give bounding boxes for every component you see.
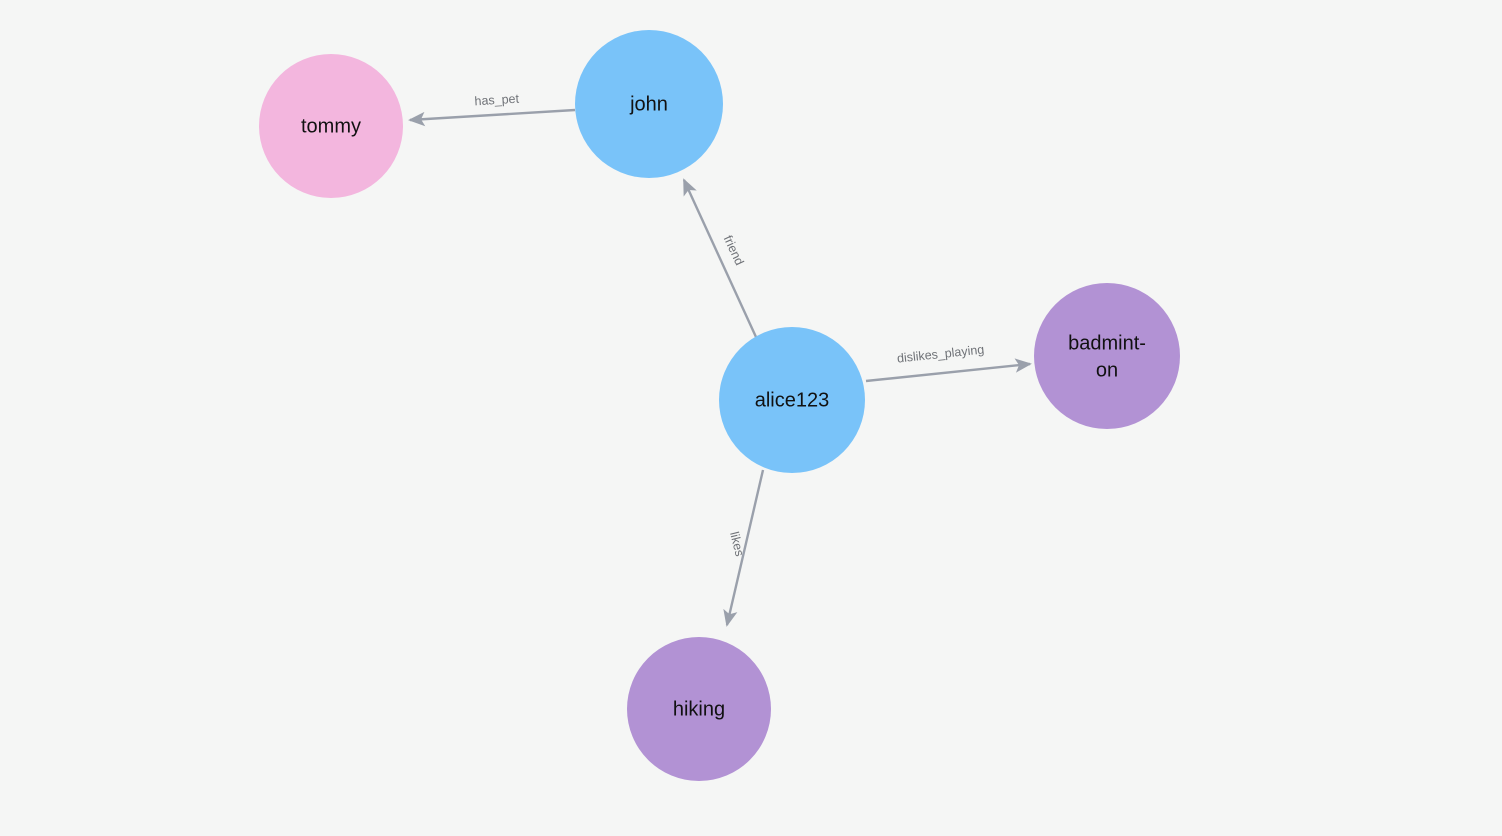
node-circle[interactable] <box>575 30 723 178</box>
node-circle[interactable] <box>719 327 865 473</box>
graph-node-tommy[interactable]: tommy <box>259 54 403 198</box>
nodes-layer: tommy john alice123 badmint-on hiking <box>259 30 1180 781</box>
graph-edge[interactable]: has_pet <box>408 92 576 127</box>
node-circle[interactable] <box>627 637 771 781</box>
graph-edge[interactable]: likes <box>723 469 765 627</box>
edge-line <box>682 178 758 338</box>
graph-edge[interactable]: dislikes_playing <box>865 342 1032 383</box>
edge-line <box>865 358 1032 383</box>
edge-label: has_pet <box>474 92 520 109</box>
node-circle[interactable] <box>259 54 403 198</box>
graph-node-badminton[interactable]: badmint-on <box>1034 283 1180 429</box>
edge-line <box>723 469 765 627</box>
edge-label: dislikes_playing <box>896 342 985 365</box>
graph-node-hiking[interactable]: hiking <box>627 637 771 781</box>
edge-label: friend <box>721 233 747 267</box>
node-circle[interactable] <box>1034 283 1180 429</box>
graph-node-john[interactable]: john <box>575 30 723 178</box>
edge-line <box>408 108 576 127</box>
graph-edge[interactable]: friend <box>682 178 758 338</box>
graph-node-alice123[interactable]: alice123 <box>719 327 865 473</box>
